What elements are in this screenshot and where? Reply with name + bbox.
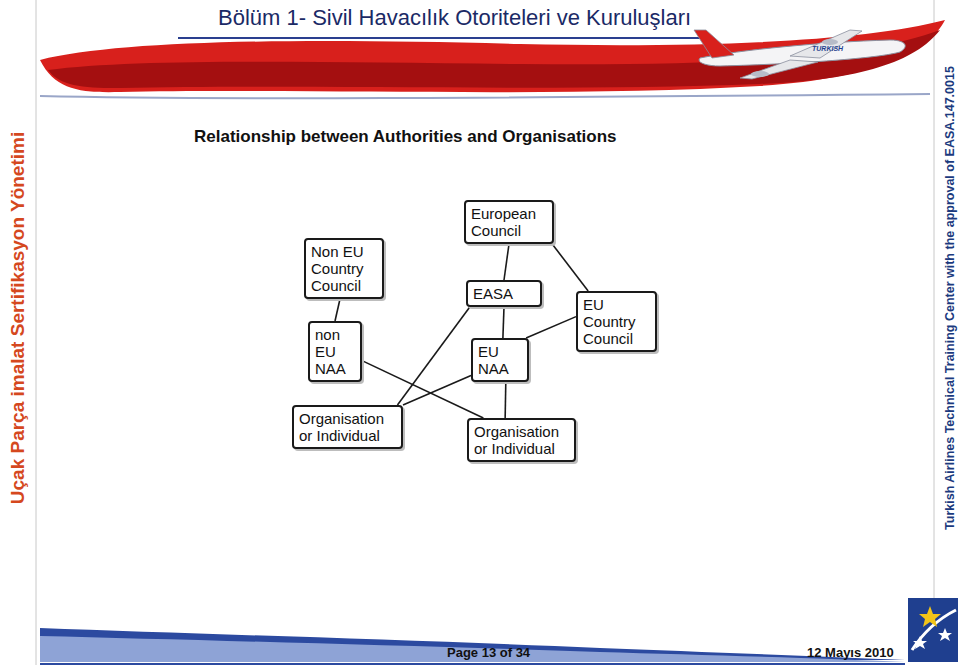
entity-box: EU NAA bbox=[471, 338, 529, 382]
footer-swoosh-light bbox=[40, 636, 905, 662]
entity-box: European Council bbox=[464, 200, 554, 244]
page-header: Bölüm 1- Sivil Havacılık Otoriteleri ve … bbox=[218, 5, 691, 31]
relation-line bbox=[397, 307, 469, 405]
side-title: Uçak Parça imalat Sertifikasyon Yönetimi bbox=[7, 132, 29, 504]
header-rule bbox=[178, 37, 705, 39]
frame-line bbox=[36, 0, 37, 665]
airplane bbox=[694, 30, 905, 79]
relation-line bbox=[526, 317, 576, 338]
relation-line bbox=[335, 299, 340, 321]
easa-logo bbox=[908, 598, 958, 662]
approval-note: Turkish Airlines Technical Training Cent… bbox=[943, 66, 957, 530]
box-label: Organisation or Individual bbox=[474, 423, 570, 457]
relation-line bbox=[552, 244, 588, 291]
relation-line bbox=[403, 375, 471, 405]
relation-line bbox=[504, 244, 509, 280]
box-label: Organisation or Individual bbox=[299, 410, 397, 444]
entity-box: non EU NAA bbox=[308, 321, 362, 382]
header-underline bbox=[40, 94, 930, 98]
entity-box: EU Country Council bbox=[576, 291, 657, 352]
header-swoosh-shade bbox=[48, 30, 940, 88]
header-swoosh bbox=[40, 20, 945, 92]
entity-box: EASA bbox=[466, 280, 542, 307]
entity-box: Non EU Country Council bbox=[304, 238, 384, 299]
footer-rule bbox=[40, 663, 905, 665]
box-label: non EU NAA bbox=[315, 326, 356, 377]
box-label: EASA bbox=[473, 285, 536, 302]
entity-box: Organisation or Individual bbox=[467, 418, 576, 462]
page-number: Page 13 of 34 bbox=[447, 645, 530, 660]
box-label: EU NAA bbox=[478, 343, 523, 377]
airline-livery: TURKISH bbox=[812, 45, 843, 52]
entity-box: Organisation or Individual bbox=[292, 405, 403, 449]
frame-line bbox=[934, 0, 935, 600]
relation-line bbox=[503, 307, 504, 338]
box-label: EU Country Council bbox=[583, 296, 651, 347]
page-date: 12 Mayıs 2010 bbox=[807, 645, 894, 660]
box-label: European Council bbox=[471, 205, 548, 239]
relation-line bbox=[504, 382, 506, 418]
diagram-title: Relationship between Authorities and Org… bbox=[194, 127, 617, 147]
box-label: Non EU Country Council bbox=[311, 243, 378, 294]
